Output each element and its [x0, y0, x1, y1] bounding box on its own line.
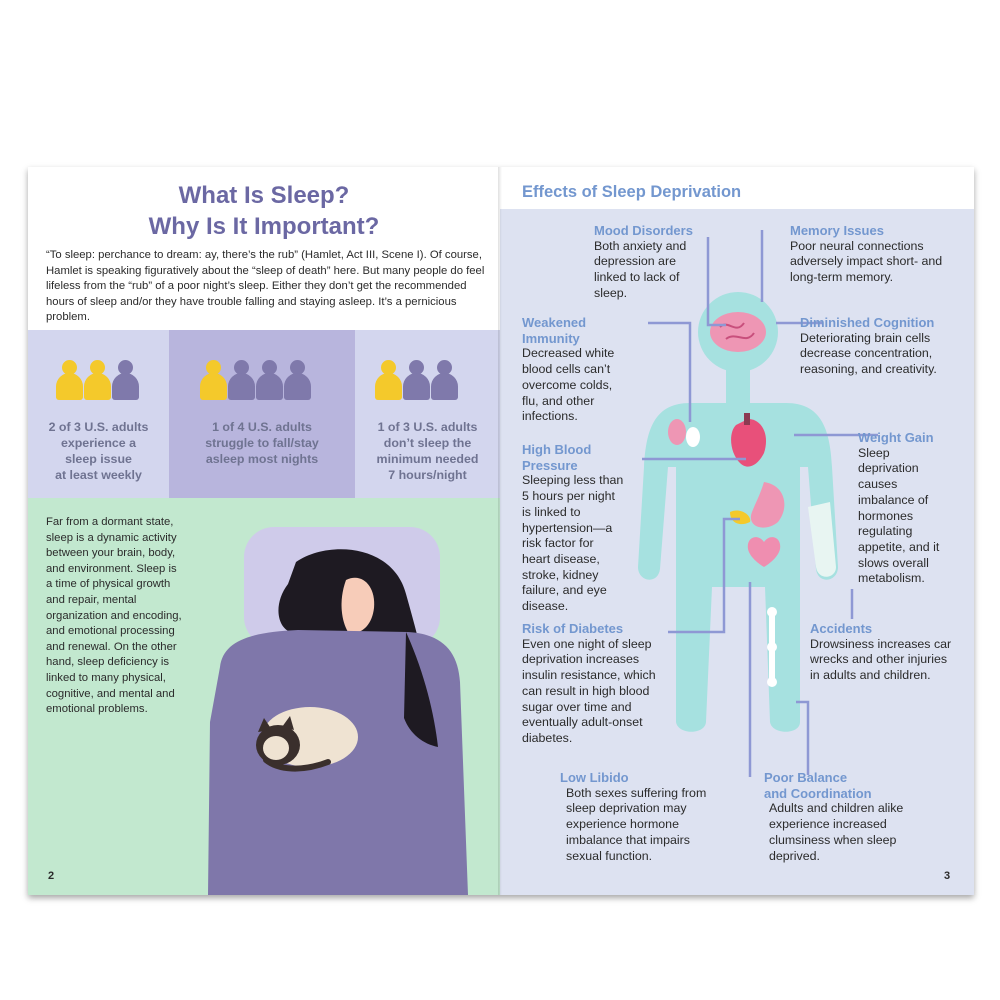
- effect-diabetes: Risk of Diabetes Even one night of sleep…: [522, 621, 656, 745]
- person-icon: [112, 360, 139, 402]
- stat-panel-2: 1 of 4 U.S. adults struggle to fall/stay…: [169, 330, 355, 498]
- person-icon: [284, 360, 311, 402]
- stat-panel-1: 2 of 3 U.S. adults experience a sleep is…: [28, 330, 169, 498]
- right-page: Effects of Sleep Deprivation: [500, 167, 974, 895]
- effect-weight-gain: Weight Gain Sleep deprivation causes imb…: [858, 430, 940, 586]
- bone-icon: [767, 607, 777, 687]
- person-icon: [56, 360, 83, 402]
- brain-icon: [710, 312, 766, 352]
- stat-text-2: 1 of 4 U.S. adults struggle to fall/stay…: [205, 420, 319, 466]
- stat-panel-3: 1 of 3 U.S. adults don’t sleep the minim…: [355, 330, 500, 498]
- blanket: [208, 630, 468, 895]
- effect-libido: Low Libido Both sexes suffering from sle…: [560, 770, 707, 863]
- heart-organ-icon: [731, 413, 767, 467]
- body-silhouette: [638, 292, 838, 732]
- page-number-right: 3: [944, 870, 951, 882]
- page-title-line1: What Is Sleep?: [178, 182, 350, 209]
- stat-text-3: 1 of 3 U.S. adults don’t sleep the minim…: [376, 420, 479, 482]
- face: [341, 577, 375, 633]
- page-gutter: [498, 167, 502, 895]
- effect-mood: Mood Disorders Both anxiety and depressi…: [594, 223, 693, 300]
- right-header-band: [500, 167, 974, 209]
- effect-accidents: Accidents Drowsiness increases car wreck…: [810, 621, 952, 683]
- person-icon: [375, 360, 402, 402]
- person-icon: [403, 360, 430, 402]
- page-title-line2: Why Is It Important?: [148, 213, 380, 240]
- stat-text-1: 2 of 3 U.S. adults experience a sleep is…: [48, 420, 149, 482]
- left-page: What Is Sleep? Why Is It Important? “To …: [28, 167, 500, 895]
- effect-blood-pressure: High Blood Pressure Sleeping less than 5…: [522, 442, 624, 614]
- body-figure-illustration: [638, 230, 878, 777]
- effect-memory: Memory Issues Poor neural connections ad…: [790, 223, 943, 285]
- people-icons-1: [56, 360, 140, 402]
- sleep-paragraph: Far from a dormant state, sleep is a dyn…: [46, 516, 182, 716]
- effects-title: Effects of Sleep Deprivation: [522, 183, 742, 201]
- people-icons-3: [375, 360, 459, 402]
- lungs-icon: [668, 419, 700, 447]
- effect-balance: Poor Balance and Coordination Adults and…: [764, 770, 904, 863]
- page-number-left: 2: [48, 870, 55, 882]
- booklet-spread: What Is Sleep? Why Is It Important? “To …: [28, 167, 974, 895]
- people-icons-2: [200, 360, 312, 402]
- effect-immunity: Weakened Immunity Decreased white blood …: [522, 315, 615, 424]
- person-icon: [200, 360, 227, 402]
- person-icon: [431, 360, 458, 402]
- sleeping-woman-illustration: [208, 527, 468, 895]
- person-icon: [228, 360, 255, 402]
- heart-icon: [747, 537, 781, 567]
- hair-strand: [404, 632, 438, 747]
- effect-cognition: Diminished Cognition Deteriorating brain…: [800, 315, 937, 377]
- arm-bandage: [808, 502, 836, 577]
- connector-lines: [642, 230, 878, 777]
- person-icon: [84, 360, 111, 402]
- cat-icon: [256, 707, 358, 772]
- intro-text: “To sleep: perchance to dream: ay, there…: [46, 249, 485, 324]
- stomach-icon: [730, 482, 785, 528]
- person-icon: [256, 360, 283, 402]
